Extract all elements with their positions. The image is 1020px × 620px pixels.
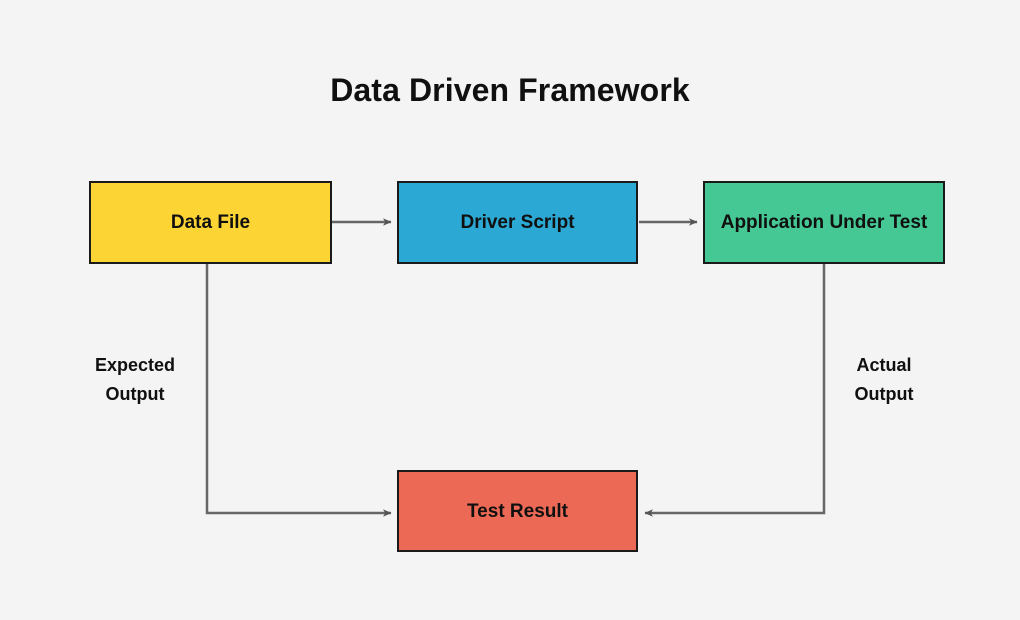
- node-app-under-test[interactable]: Application Under Test: [703, 181, 945, 264]
- node-test-result-label: Test Result: [466, 500, 568, 522]
- edge-label-actual-output: Actual Output: [854, 355, 914, 404]
- edge-app-under-test-to-test-result: [644, 264, 826, 517]
- edge-label-expected-output: Expected Output: [94, 355, 176, 404]
- node-driver-script[interactable]: Driver Script: [397, 181, 638, 264]
- page-title: Data Driven Framework: [330, 72, 690, 108]
- node-test-result[interactable]: Test Result: [397, 470, 638, 552]
- node-app-under-test-label: Application Under Test: [720, 212, 928, 233]
- node-data-file[interactable]: Data File: [89, 181, 332, 264]
- edge-data-file-to-test-result: [205, 264, 392, 517]
- node-driver-script-label: Driver Script: [460, 212, 575, 233]
- node-data-file-label: Data File: [170, 212, 251, 233]
